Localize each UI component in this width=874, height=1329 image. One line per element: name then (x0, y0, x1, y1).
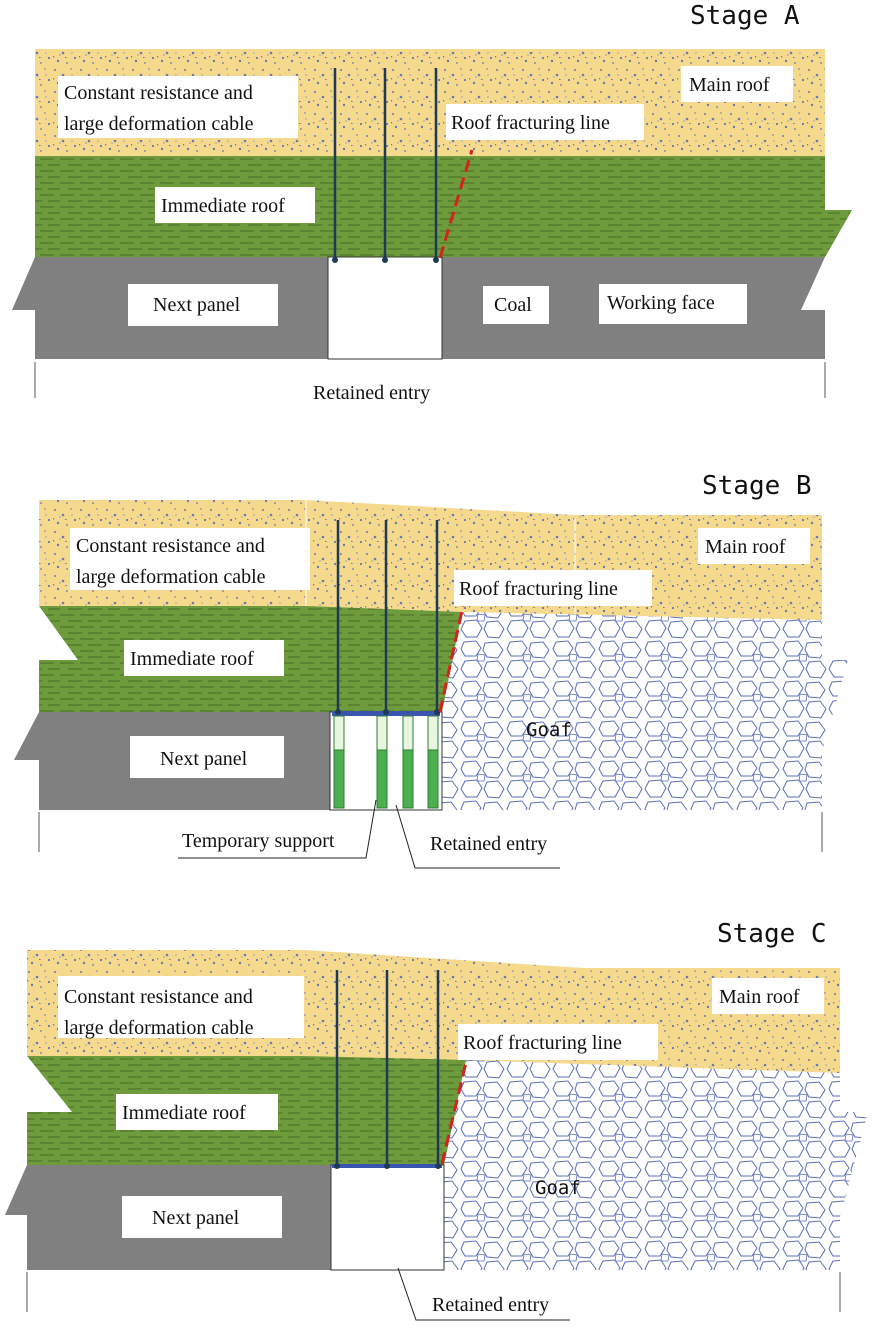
retained-entry-opening (330, 1164, 445, 1271)
cable-anchor (382, 257, 388, 263)
goaf-label: Goaf (535, 1177, 581, 1199)
temporary-support-post (402, 715, 414, 751)
goaf-area (444, 1060, 868, 1270)
immediate-roof-label: Immediate roof (161, 195, 285, 217)
next-panel-label: Next panel (152, 1207, 240, 1229)
stage-b: Stage B Constant resistance and (14, 471, 848, 869)
next-panel-label: Next panel (153, 294, 241, 316)
working-face-label: Working face (607, 292, 715, 314)
roof-fracturing-line (440, 1057, 469, 1165)
temporary-support-label: Temporary support (182, 830, 335, 852)
cable-label-line-1: Constant resistance and (76, 535, 265, 557)
cable-anchor (383, 709, 389, 715)
cable-label-line-2: large deformation cable (76, 566, 266, 588)
retained-entry-label: Retained entry (430, 833, 547, 855)
stage-c-title: Stage C (717, 919, 827, 949)
cable-label-line-1: Constant resistance and (64, 986, 253, 1008)
retained-entry-label: Retained entry (432, 1294, 549, 1316)
cable-anchor (433, 257, 439, 263)
coal-label: Coal (494, 294, 532, 316)
temporary-support-post (427, 715, 439, 751)
temporary-support-post (427, 749, 439, 809)
next-panel-label: Next panel (160, 748, 248, 770)
retained-entry-label: Retained entry (313, 382, 430, 404)
temporary-support-post (402, 749, 414, 809)
main-roof-label: Main roof (705, 536, 786, 558)
main-roof-label: Main roof (689, 74, 770, 96)
main-roof-label: Main roof (719, 986, 800, 1008)
goaf-area (442, 612, 848, 810)
stage-b-title: Stage B (702, 471, 812, 501)
stage-a-title: Stage A (690, 1, 800, 31)
temporary-support-post (376, 749, 388, 809)
fracture-line-label: Roof fracturing line (451, 112, 610, 134)
cable-anchor (384, 1163, 390, 1169)
goaf-label: Goaf (526, 719, 572, 741)
cable-anchor (435, 1163, 441, 1169)
temporary-support-post (333, 749, 345, 809)
cable-label-line-2: large deformation cable (64, 113, 254, 135)
cable-anchor (434, 709, 440, 715)
cable-anchor (335, 709, 341, 715)
temporary-support-leader (178, 799, 377, 859)
immediate-roof-label: Immediate roof (130, 648, 254, 670)
cable-label-line-1: Constant resistance and (64, 82, 253, 104)
temporary-support-post (376, 715, 388, 751)
retained-entry-leader (397, 1267, 570, 1321)
retained-entry-leader (395, 804, 560, 869)
cable-label-line-2: large deformation cable (64, 1017, 254, 1039)
fracture-line-label: Roof fracturing line (459, 578, 618, 600)
roof-fracturing-line (438, 605, 465, 713)
cable-anchor (334, 1163, 340, 1169)
cable-anchor (332, 257, 338, 263)
stage-c: Stage C Constant resistance and large de… (5, 919, 868, 1321)
retained-entry-opening (327, 256, 443, 360)
stage-a: Stage A Constant resistance and large de… (12, 1, 852, 404)
temporary-support-post (333, 715, 345, 751)
fracture-line-label: Roof fracturing line (463, 1032, 622, 1054)
roof-fracturing-line (438, 149, 474, 259)
immediate-roof-label: Immediate roof (122, 1102, 246, 1124)
